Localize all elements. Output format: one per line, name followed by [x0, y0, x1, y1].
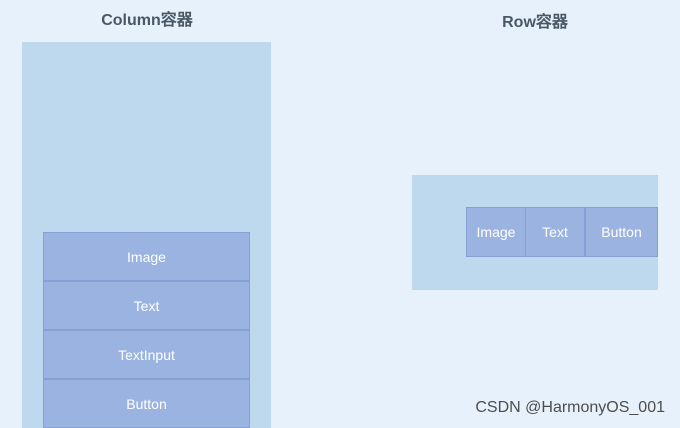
row-item-text: Text	[525, 207, 585, 257]
column-container-title: Column容器	[101, 12, 193, 29]
column-item-image: Image	[43, 232, 250, 281]
watermark-text: CSDN @HarmonyOS_001	[475, 399, 665, 416]
column-item-text: Text	[43, 281, 250, 330]
column-item-button: Button	[43, 379, 250, 428]
column-item-textinput: TextInput	[43, 330, 250, 379]
row-item-button: Button	[585, 207, 658, 257]
row-item-image: Image	[466, 207, 526, 257]
row-container-title: Row容器	[502, 14, 568, 31]
